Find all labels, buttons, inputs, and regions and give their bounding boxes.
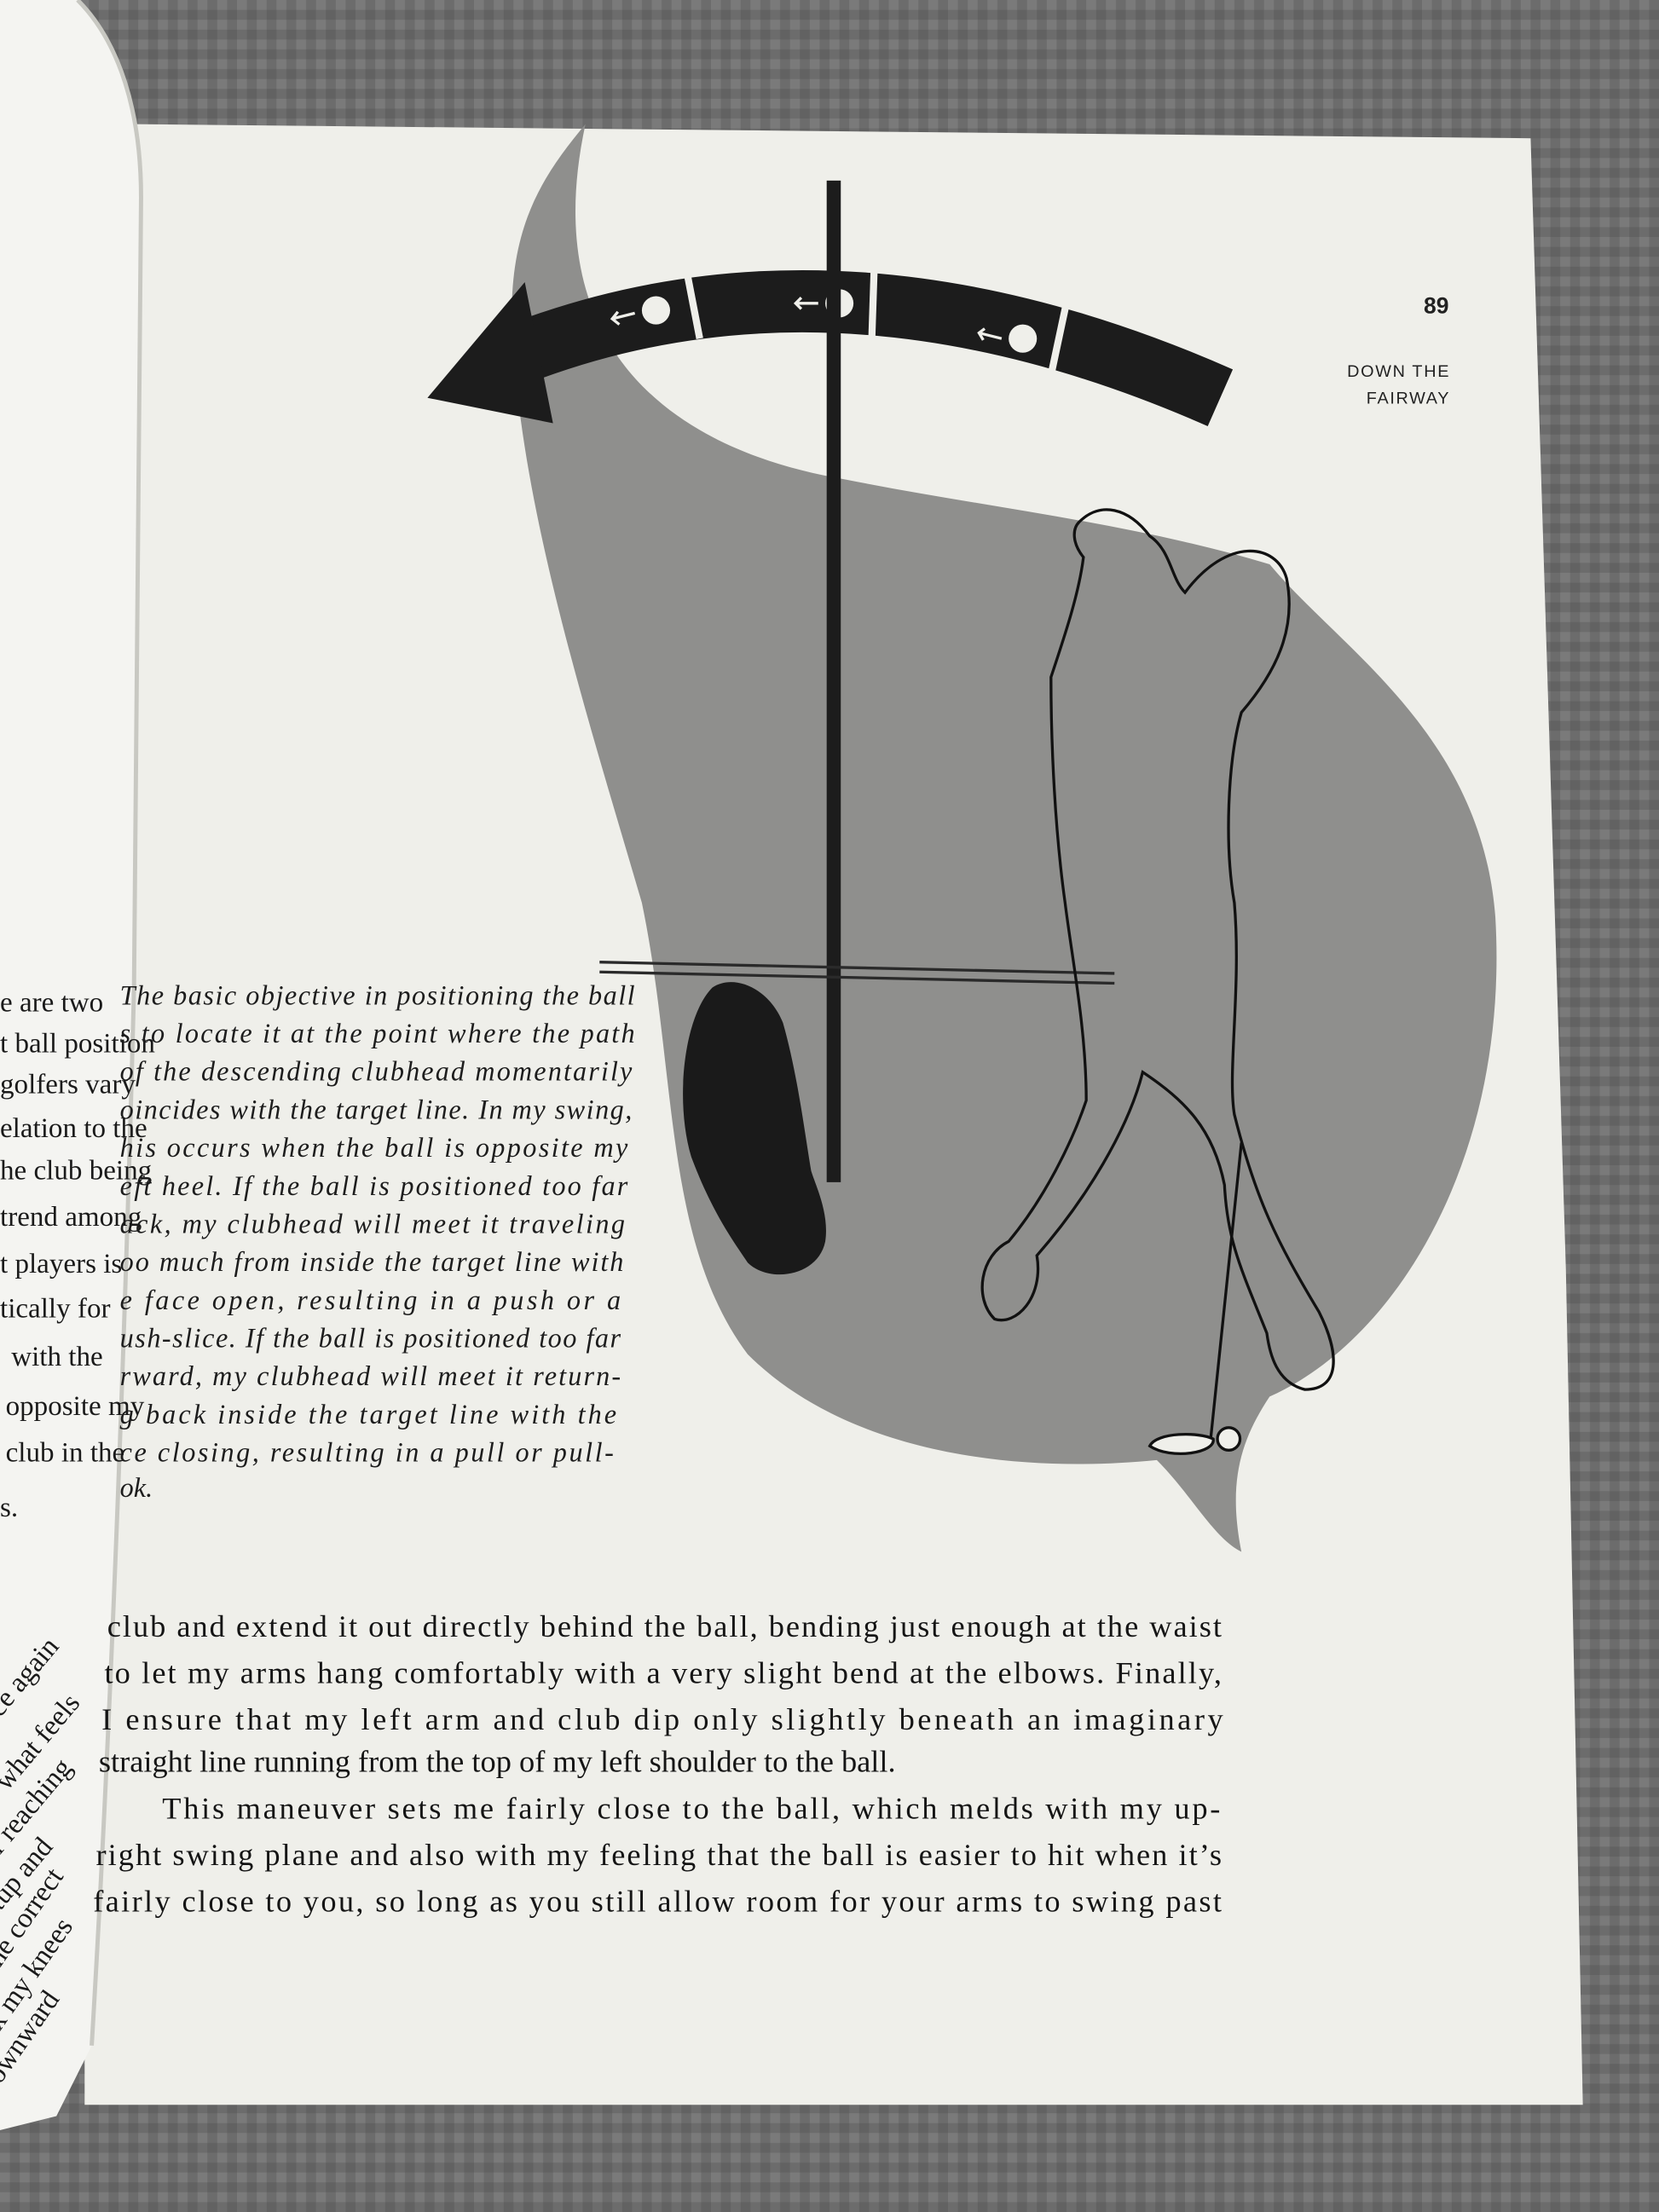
clubhead — [1147, 1432, 1215, 1456]
arrow-segment-dividers — [680, 253, 1073, 396]
caption-line: ce closing, resulting in a pull or pull- — [120, 1437, 614, 1468]
arrowhead — [427, 281, 553, 424]
target-line-vertical — [826, 180, 841, 1182]
golf-illustration — [427, 124, 1497, 1552]
swing-direction-arrow — [517, 270, 1234, 427]
caption-line: oo much from inside the target line with — [120, 1246, 624, 1277]
left-page-line: golfers vary — [0, 1070, 136, 1100]
caption-line: s to locate it at the point where the pa… — [120, 1018, 635, 1048]
caption-line: ush-slice. If the ball is positioned too… — [120, 1322, 621, 1353]
caption-line: The basic objective in positioning the b… — [120, 979, 635, 1010]
left-page-line: trend among — [0, 1202, 142, 1233]
body-line: fairly close to you, so long as you stil… — [93, 1884, 1222, 1918]
golf-club — [1209, 1142, 1243, 1442]
body-line: right swing plane and also with my feeli… — [96, 1838, 1222, 1872]
caption-line: of the descending clubhead momentarily — [120, 1056, 633, 1087]
left-page-line: with the — [11, 1342, 102, 1372]
target-line — [599, 961, 1115, 975]
section-title-line1: DOWN THE — [1347, 362, 1450, 381]
golfer-outline — [980, 508, 1335, 1391]
left-page-line: tically for — [0, 1294, 111, 1325]
ball-icon — [1009, 324, 1038, 353]
target-line-secondary — [599, 970, 1115, 985]
golf-ball — [1216, 1426, 1242, 1452]
left-page — [0, 0, 142, 2131]
left-page-line: t ball position — [0, 1029, 155, 1060]
left-page-line: opposite my — [6, 1391, 145, 1422]
body-line: to let my arms hang comfortably with a v… — [104, 1655, 1222, 1689]
caption-line: eft heel. If the ball is positioned too … — [120, 1170, 628, 1201]
body-line: club and extend it out directly behind t… — [107, 1609, 1222, 1643]
left-page-line: club in the — [6, 1438, 125, 1469]
left-page-line: he club being — [0, 1156, 152, 1187]
left-page-line: elation to the — [0, 1113, 147, 1144]
body-line: straight line running from the top of my… — [99, 1745, 896, 1779]
caption-line: e face open, resulting in a push or a — [120, 1285, 621, 1315]
left-page-text: e are two t ball position golfers vary e… — [0, 988, 155, 2089]
caption-line: oincides with the target line. In my swi… — [120, 1094, 633, 1124]
caption-line: ok. — [120, 1472, 153, 1503]
page-gutter-shadow — [76, 0, 143, 2046]
section-title-line2: FAIRWAY — [1367, 389, 1450, 407]
page-number: 89 — [1424, 292, 1448, 318]
left-page-line: t players is — [0, 1249, 122, 1279]
left-page-line: s. — [0, 1493, 18, 1523]
footprint-icon — [683, 982, 826, 1275]
left-page-line: e are two — [0, 988, 103, 1019]
ball-icon — [641, 296, 671, 325]
